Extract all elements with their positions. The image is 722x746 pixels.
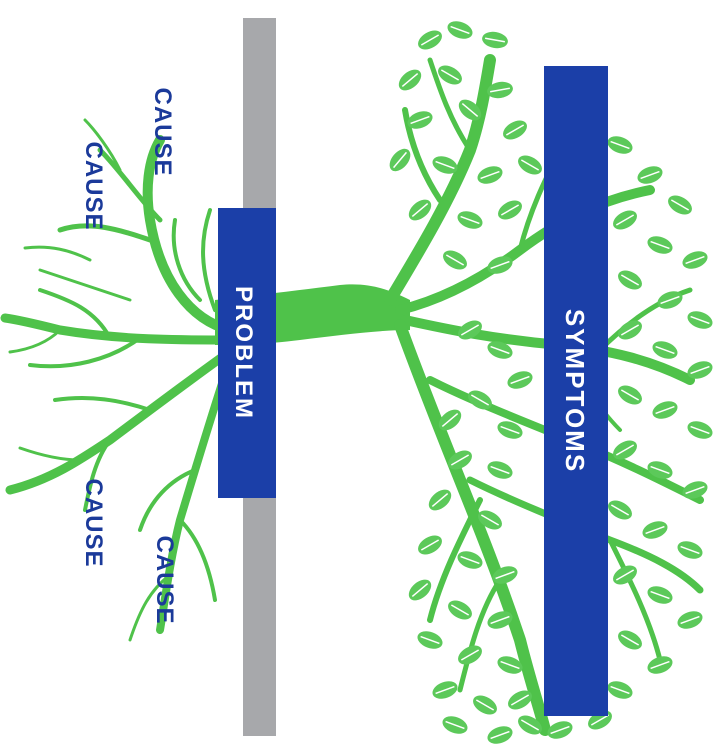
cause-label: CAUSE bbox=[151, 535, 178, 624]
cause-label: CAUSE bbox=[80, 478, 107, 567]
roots bbox=[5, 120, 230, 640]
symptoms-label: SYMPTOMS bbox=[560, 309, 590, 473]
cause-label: CAUSE bbox=[149, 87, 176, 176]
cause-label: CAUSE bbox=[80, 141, 107, 230]
problem-label: PROBLEM bbox=[230, 286, 257, 420]
